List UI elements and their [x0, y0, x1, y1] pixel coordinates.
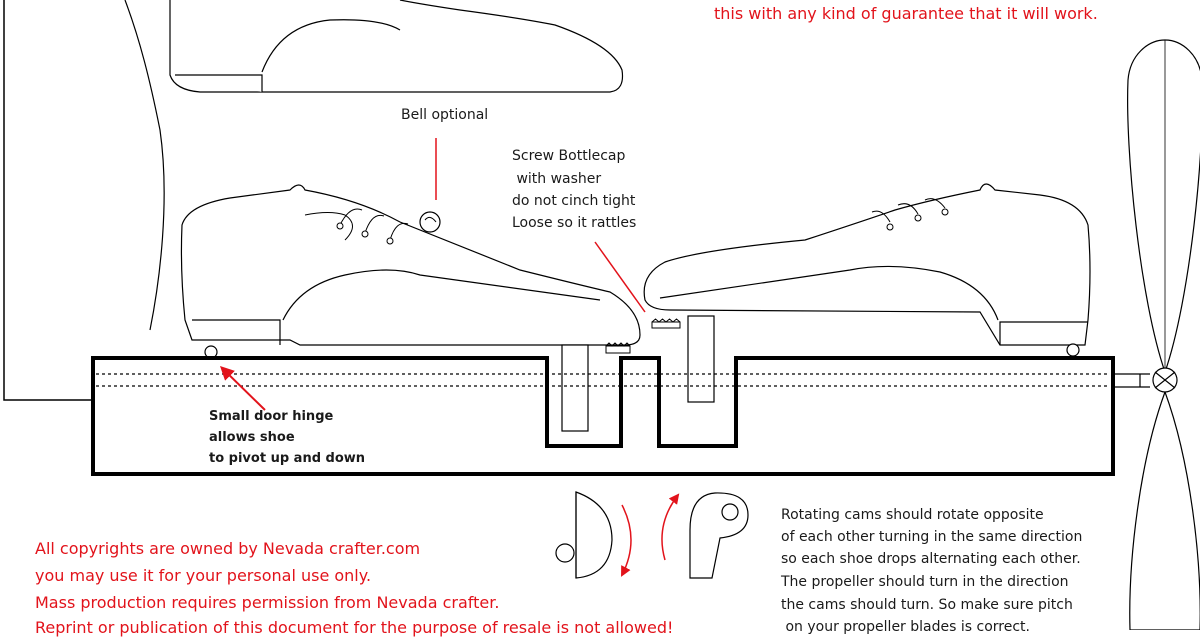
left-shoe-laces — [336, 208, 409, 245]
left-shoe — [180, 184, 641, 359]
cam-shaft — [96, 373, 1110, 387]
cam-right — [689, 492, 749, 579]
cams-note-5: the cams should turn. So make sure pitch — [781, 597, 1073, 613]
disclaimer-top: this with any kind of guarantee that it … — [714, 4, 1098, 23]
bell-icon — [419, 138, 441, 233]
right-shoe — [643, 183, 1091, 357]
post-curve — [124, 0, 165, 331]
bottlecap-pointer — [594, 241, 646, 313]
shaft-extension — [1113, 373, 1150, 388]
hinge-note-1: Small door hinge — [209, 409, 334, 424]
cam-left-rotation-arrow — [621, 504, 632, 577]
bottlecap-left — [605, 342, 631, 354]
cams-note-6: on your propeller blades is correct. — [781, 619, 1030, 635]
copyright-line-3: Mass production requires permission from… — [35, 593, 500, 612]
push-rod-left — [561, 344, 589, 432]
bottlecap-note-3: do not cinch tight — [512, 193, 636, 209]
bottlecap-note-4: Loose so it rattles — [512, 215, 637, 231]
cam-right-rotation-arrow — [661, 493, 680, 561]
left-shoe-body — [180, 184, 641, 346]
hinge-arrow — [219, 366, 266, 411]
upright-post — [3, 0, 95, 401]
bottlecap-right — [651, 318, 681, 329]
hinge-note-3: to pivot up and down — [209, 451, 366, 466]
base-box — [91, 356, 1115, 476]
propeller — [1127, 39, 1200, 630]
push-rod-right — [687, 315, 715, 403]
cams-note-1: Rotating cams should rotate opposite — [781, 507, 1044, 523]
top-shoe — [169, 0, 624, 93]
right-shoe-laces — [871, 198, 949, 231]
cams-note-4: The propeller should turn in the directi… — [781, 574, 1069, 590]
right-shoe-body — [643, 183, 1091, 346]
hinge-note-2: allows shoe — [209, 430, 295, 445]
bell-label: Bell optional — [401, 107, 489, 123]
bottlecap-note-1: Screw Bottlecap — [512, 148, 626, 164]
cams-note-2: of each other turning in the same direct… — [781, 529, 1083, 545]
bottlecap-note-2: with washer — [512, 171, 602, 187]
copyright-line-1: All copyrights are owned by Nevada craft… — [35, 539, 421, 558]
right-hinge-wheel — [1066, 343, 1080, 357]
cams-note-3: so each shoe drops alternating each othe… — [781, 551, 1081, 567]
copyright-line-4: Reprint or publication of this document … — [35, 618, 674, 637]
copyright-line-2: you may use it for your personal use onl… — [35, 566, 372, 585]
cam-left — [555, 491, 613, 579]
